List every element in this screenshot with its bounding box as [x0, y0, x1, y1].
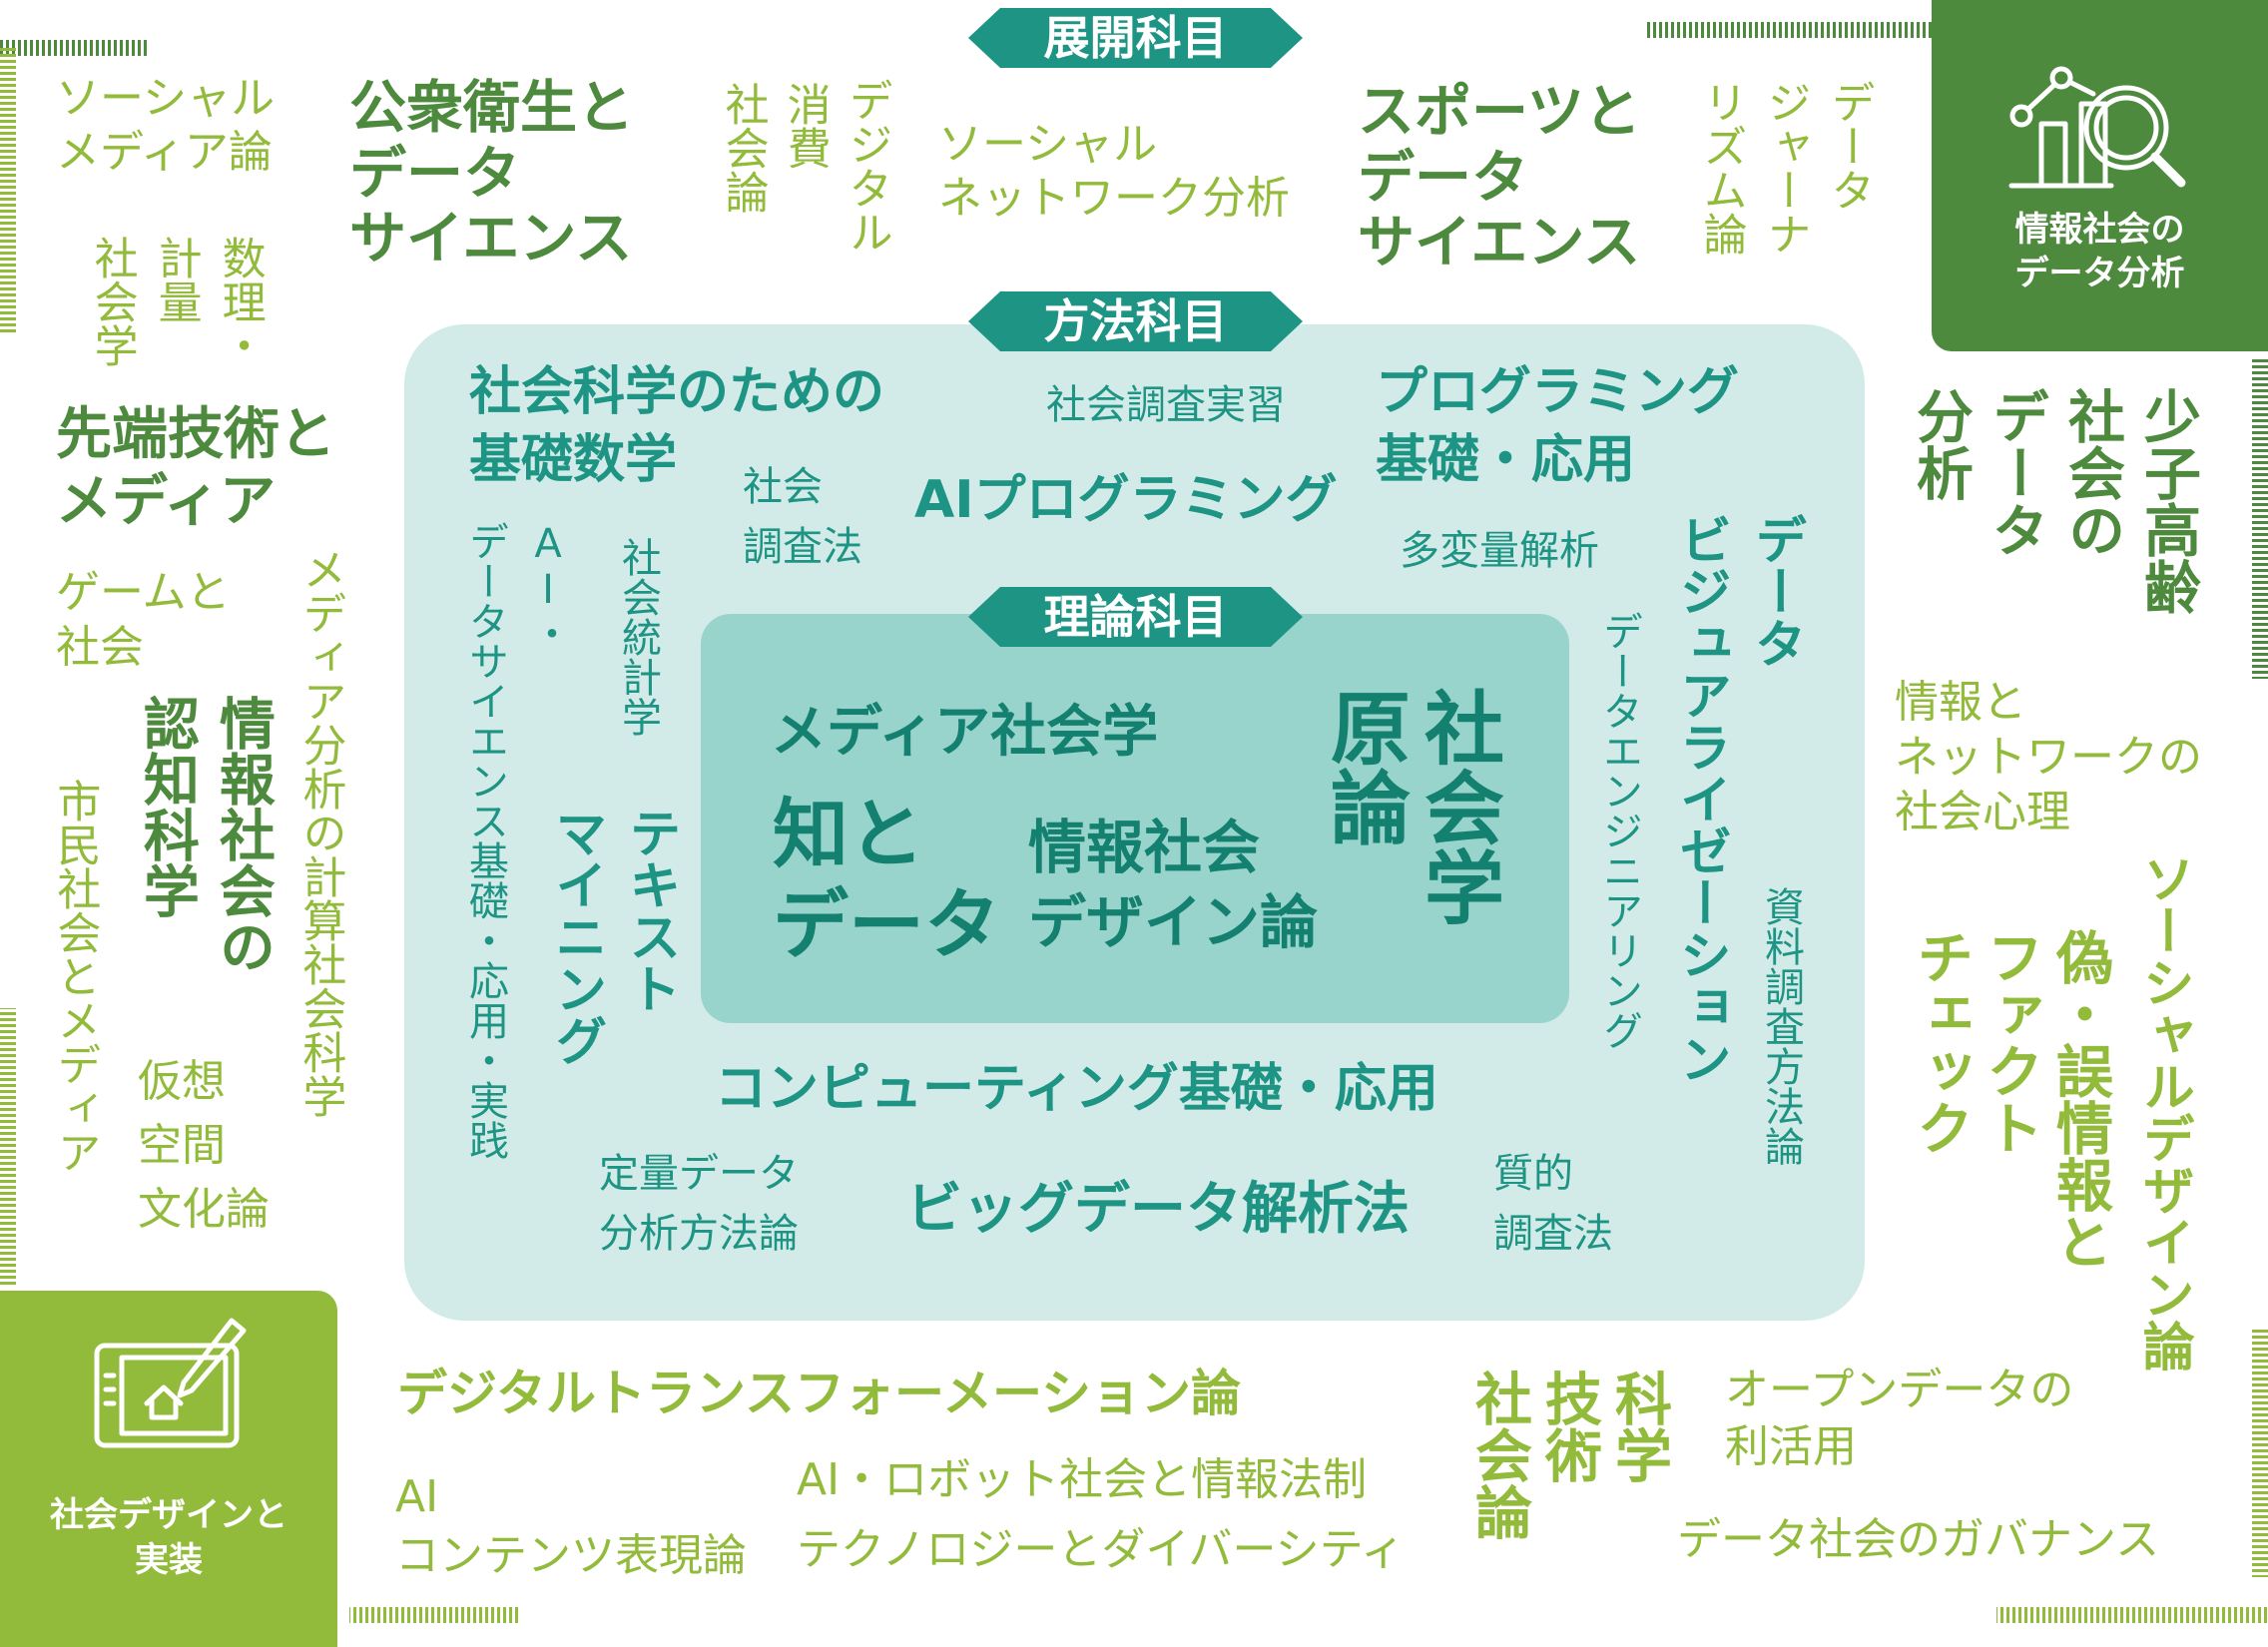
course-sts-2: 技術	[1535, 1370, 1602, 1483]
course-media-sociology: メディア社会学	[771, 700, 1159, 765]
course-diversity: テクノロジーとダイバーシティ	[797, 1524, 1405, 1575]
course-ai-ds-2: データサイエンス基礎・応用・実践	[462, 521, 508, 1160]
course-open-data: オープンデータの利活用	[1725, 1365, 2074, 1473]
course-cognitive-1: 認知科学	[134, 695, 200, 918]
course-cognitive-2: 情報社会の	[210, 695, 276, 974]
course-social-stats: 社会統計学	[615, 537, 661, 737]
course-civil: 市民社会とメディア	[49, 779, 101, 1174]
course-journalism-2: ジャーナ	[1759, 80, 1811, 256]
course-aging-1: 分析	[1907, 387, 1974, 501]
tablet-pen-icon	[94, 1318, 247, 1448]
course-sts-3: 科学	[1605, 1370, 1672, 1483]
course-math-soc-2: 計量	[150, 236, 202, 323]
course-social-design: ソーシャルデザイン論	[2133, 852, 2194, 1372]
course-games: ゲームと社会	[56, 567, 231, 673]
course-consumption-3: デジタル	[841, 78, 892, 254]
course-social-network: ソーシャルネットワーク分析	[938, 119, 1290, 224]
course-media-analysis: メディア分析の計算社会科学	[294, 547, 346, 1118]
course-consumption-2: 消費	[779, 82, 831, 170]
data-analysis-box: 情報社会の データ分析	[1932, 0, 2268, 351]
course-ai-programming: AIプログラミング	[914, 470, 1338, 530]
course-math-soc-1: 社会学	[86, 236, 138, 367]
course-knowledge-data: 知とデータ	[773, 790, 1000, 970]
banner-theory: 理論科目	[968, 587, 1303, 647]
course-text-mining-1: マイニング	[545, 807, 606, 1066]
course-aging-3: 社会の	[2058, 387, 2125, 558]
course-journalism-1: リズム論	[1695, 80, 1747, 256]
course-fake-2: ファクト	[1977, 928, 2043, 1156]
course-text-mining-2: テキスト	[619, 807, 680, 1014]
data-analysis-label-1: 情報社会の	[2014, 210, 2185, 250]
course-quant: 定量データ分析方法論	[599, 1151, 799, 1257]
course-ai-ds-1: AI・	[525, 521, 571, 653]
course-fake-3: 偽・誤情報と	[2046, 928, 2113, 1270]
course-virtual: 仮想空間文化論	[138, 1056, 270, 1235]
banner-method: 方法科目	[968, 291, 1303, 351]
course-basic-math: 社会科学のための基礎数学	[469, 362, 885, 490]
course-sports: スポーツとデータサイエンス	[1358, 79, 1641, 276]
course-principles-1: 原論	[1318, 687, 1411, 846]
course-principles-2: 社会学	[1412, 687, 1504, 926]
course-data-eng: データエンジニアリング	[1596, 611, 1642, 1050]
course-sts-1: 社会論	[1465, 1370, 1532, 1540]
course-consumption-1: 社会論	[717, 82, 769, 214]
course-survey-method: 社会調査法	[743, 464, 862, 570]
social-design-label-2: 実装	[135, 1540, 203, 1580]
course-multivariate: 多変量解析	[1400, 528, 1599, 574]
social-design-label-1: 社会デザインと	[50, 1495, 287, 1535]
course-aging-2: データ	[1983, 387, 2049, 558]
course-info-design: 情報社会デザイン論	[1028, 814, 1319, 957]
course-computing: コンピューティング基礎・応用	[715, 1059, 1438, 1119]
course-qual: 質的調査法	[1493, 1151, 1613, 1257]
course-visualization-2: データ	[1745, 513, 1806, 669]
course-advanced-tech: 先端技術とメディア	[56, 402, 335, 535]
banner-development: 展開科目	[968, 8, 1303, 68]
course-math-soc-3: 数理・	[214, 236, 266, 367]
course-programming: プログラミング基礎・応用	[1376, 362, 1740, 490]
social-design-box: 社会デザインと 実装	[0, 1291, 337, 1647]
course-journalism-3: データ	[1823, 80, 1875, 212]
analysis-magnifier-icon	[2008, 66, 2186, 189]
course-survey-practice: 社会調査実習	[1046, 382, 1286, 428]
course-big-data: ビッグデータ解析法	[906, 1177, 1410, 1242]
course-dx: デジタルトランスフォーメーション論	[397, 1365, 1241, 1422]
course-aging-4: 少子高齢	[2134, 387, 2201, 615]
data-analysis-label-2: データ分析	[2014, 254, 2185, 293]
course-ai-robot: AI・ロボット社会と情報法制	[797, 1454, 1368, 1505]
course-social-media: ソーシャルメディア論	[56, 73, 276, 178]
theory-area	[701, 614, 1569, 1023]
course-network-psych: 情報とネットワークの社会心理	[1895, 677, 2202, 837]
course-governance: データ社会のガバナンス	[1677, 1514, 2160, 1565]
course-visualization-1: ビジュアライゼーション	[1670, 513, 1731, 1084]
course-fake-1: チェック	[1907, 928, 1974, 1156]
course-document-survey: 資料調査方法論	[1758, 886, 1804, 1166]
course-public-health: 公衆衛生とデータサイエンス	[349, 75, 634, 273]
